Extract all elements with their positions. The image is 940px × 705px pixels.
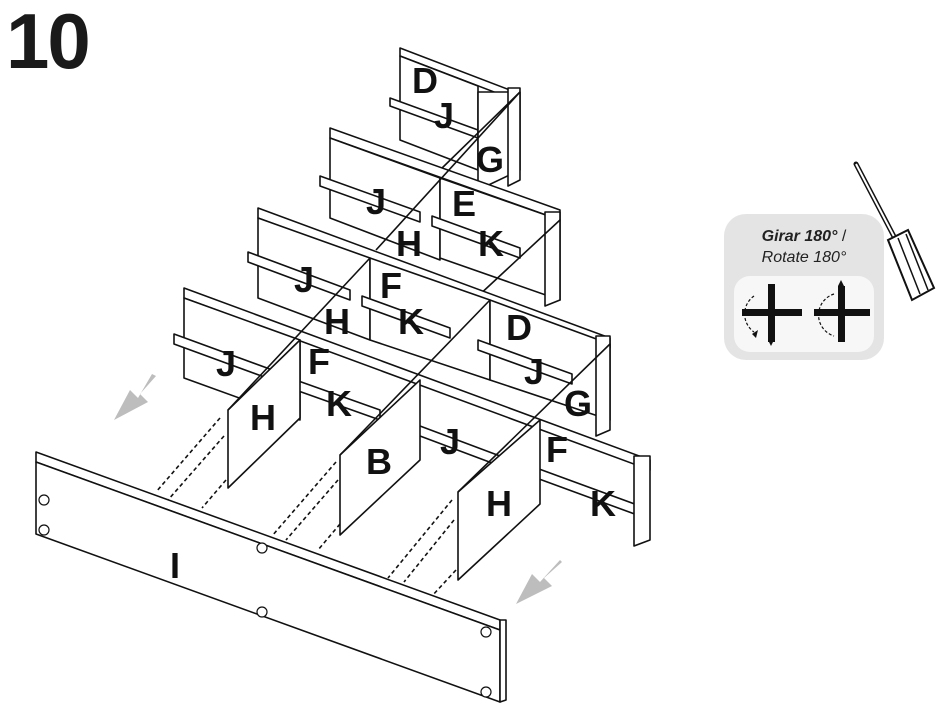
tier3-edge — [595, 335, 611, 437]
part-label: J — [440, 421, 460, 462]
cam-hole — [38, 524, 50, 536]
part-label: J — [434, 95, 454, 136]
part-label: I — [170, 545, 180, 586]
part-label: G — [476, 139, 504, 180]
panel-I-face — [35, 461, 501, 703]
rotate-note: Girar 180° / Rotate 180° — [724, 214, 884, 360]
part-label: K — [326, 383, 352, 424]
part-label: F — [380, 265, 402, 306]
shelf-J-r2 — [319, 175, 421, 223]
insertion-guides — [155, 417, 457, 597]
screwdriver-icon — [853, 161, 936, 302]
panel-H-left — [227, 339, 301, 489]
part-label: D — [412, 60, 438, 101]
part-label: K — [398, 301, 424, 342]
panel-G-edge — [507, 87, 521, 187]
panel-I — [35, 451, 507, 703]
cam-hole — [480, 626, 492, 638]
part-label: F — [308, 341, 330, 382]
part-label: G — [564, 383, 592, 424]
part-label: H — [324, 301, 350, 342]
top-compartment — [389, 47, 521, 191]
part-label: J — [216, 343, 236, 384]
push-arrow-icon — [516, 560, 562, 604]
part-label: K — [478, 223, 504, 264]
push-arrow-icon — [114, 374, 156, 420]
divider-r2 — [375, 91, 521, 251]
rotate-label-es-bold: Girar 180° — [761, 228, 838, 245]
second-tier — [319, 91, 561, 351]
part-label: E — [452, 183, 476, 224]
tier4-edge — [633, 455, 651, 547]
part-label: K — [590, 483, 616, 524]
part-label: H — [250, 397, 276, 438]
shelf-J-right — [477, 339, 573, 385]
part-label: D — [506, 307, 532, 348]
divider-front-right — [457, 343, 611, 493]
panel-I-end — [499, 619, 507, 703]
divider-front-mid — [339, 299, 491, 456]
step-number: 10 — [6, 0, 91, 85]
part-label: H — [486, 483, 512, 524]
rotate-arrow-icon — [742, 280, 870, 346]
part-label: F — [546, 429, 568, 470]
front-tier — [173, 257, 651, 581]
rotate-label-sep: / — [837, 228, 847, 245]
rotate-label-en: Rotate 180° — [761, 249, 847, 266]
tier2-edge — [544, 211, 561, 307]
part-label: J — [294, 259, 314, 300]
shelf-K-r3 — [361, 295, 451, 339]
rotate-icons — [734, 276, 874, 352]
part-label: J — [524, 351, 544, 392]
panel-H-right — [457, 419, 541, 581]
part-label: J — [366, 181, 386, 222]
cam-hole — [38, 494, 50, 506]
part-label: H — [396, 223, 422, 264]
cam-hole — [256, 606, 268, 618]
rotate-label-es: Girar 180° / — [724, 228, 884, 246]
panel-B — [339, 379, 421, 536]
cam-hole — [480, 686, 492, 698]
part-label: B — [366, 441, 392, 482]
shelf-J-r3 — [247, 251, 351, 301]
third-tier — [247, 207, 611, 437]
divider-front-left — [227, 257, 371, 411]
divider-top — [439, 91, 521, 171]
cam-hole — [256, 542, 268, 554]
